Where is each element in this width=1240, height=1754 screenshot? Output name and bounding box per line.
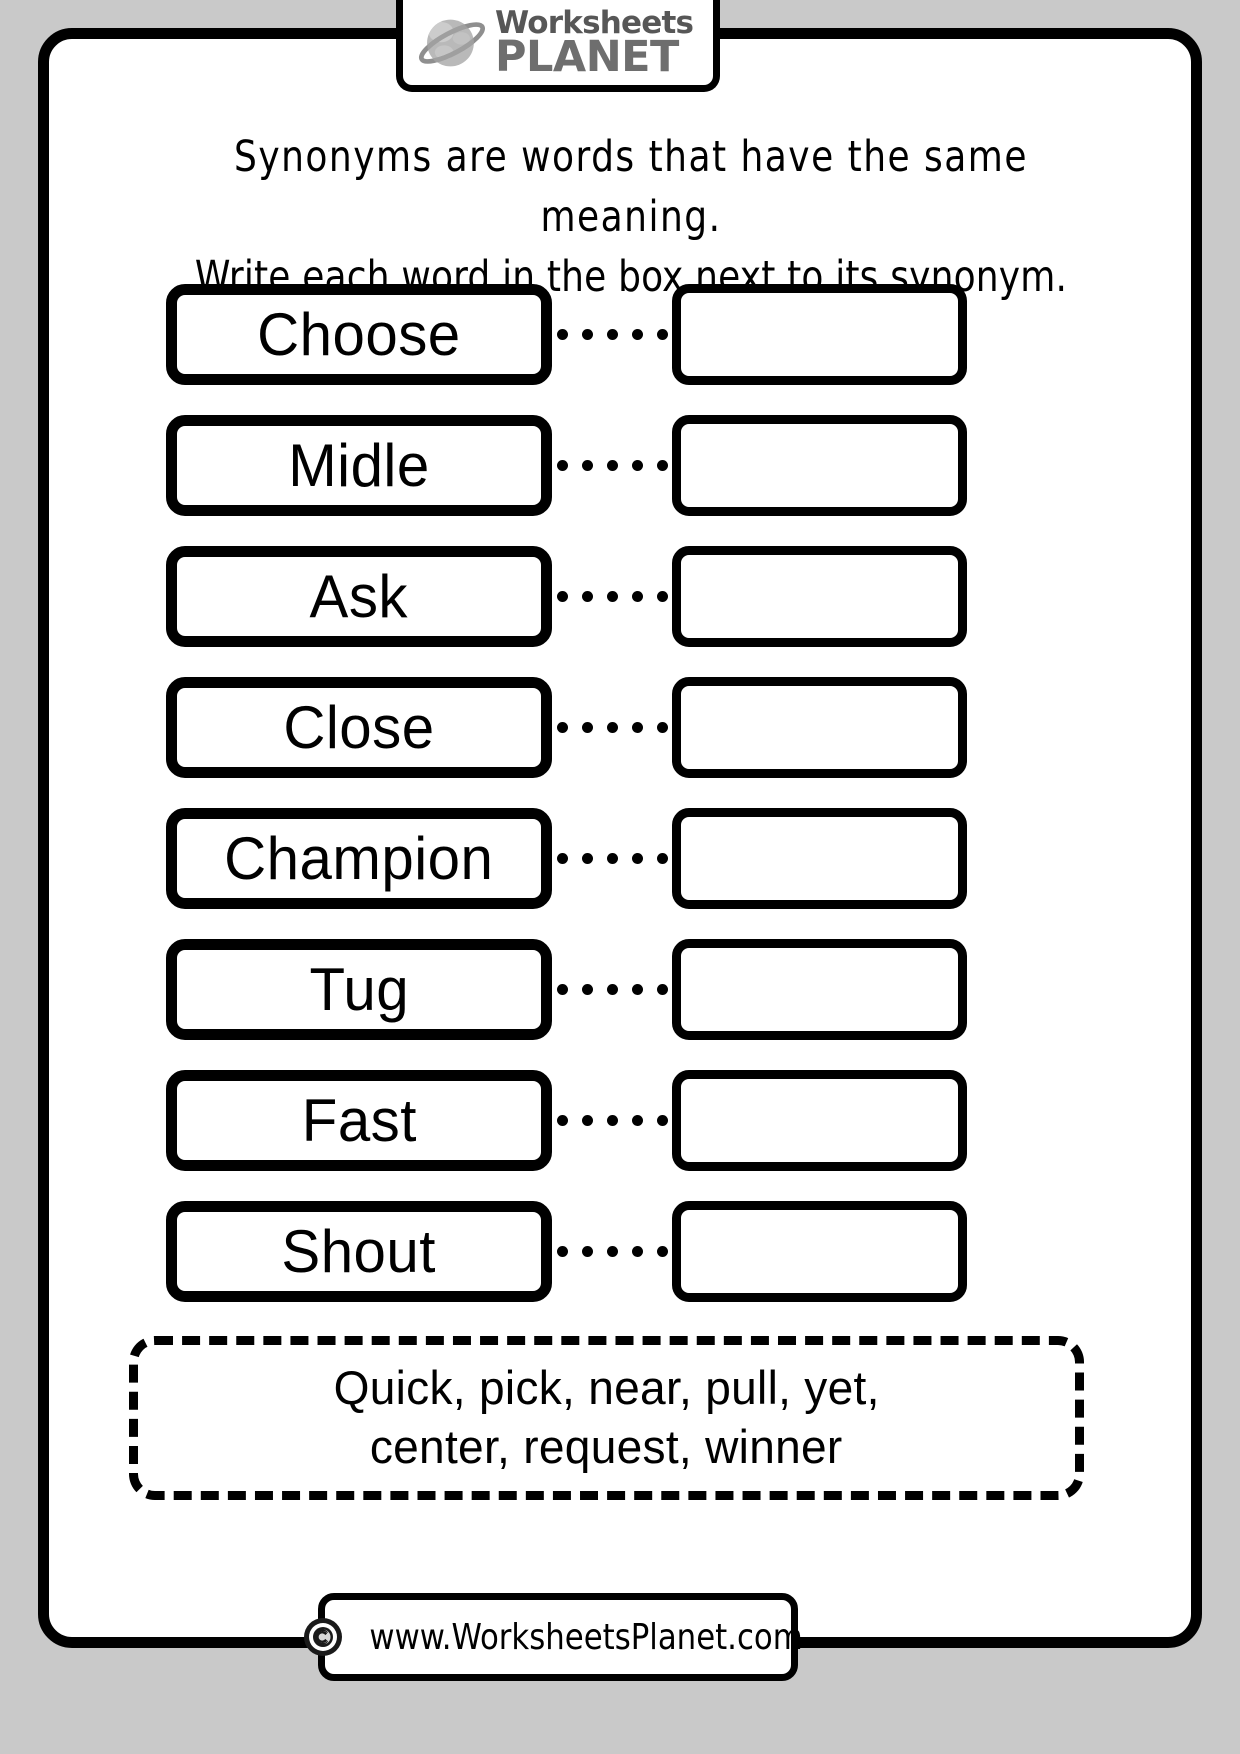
dot-icon — [556, 722, 568, 733]
dot-icon — [656, 722, 668, 733]
dot-connector — [552, 939, 672, 1040]
dot-icon — [581, 984, 593, 995]
dot-connector — [552, 546, 672, 647]
dot-icon — [656, 1115, 668, 1126]
word-box-close: Close — [166, 677, 552, 778]
answer-box-champion[interactable] — [672, 808, 967, 909]
matching-rows: Choose Midle — [49, 269, 1191, 1317]
dot-icon — [606, 853, 618, 864]
word-box-tug: Tug — [166, 939, 552, 1040]
dot-icon — [556, 984, 568, 995]
dot-icon — [656, 984, 668, 995]
dot-icon — [606, 1246, 618, 1257]
word-label: Champion — [224, 824, 494, 892]
dot-icon — [556, 1115, 568, 1126]
brand-line-1: Worksheets — [495, 5, 694, 42]
word-box-champion: Champion — [166, 808, 552, 909]
matching-row: Shout — [49, 1186, 1191, 1317]
word-box-midle: Midle — [166, 415, 552, 516]
matching-row: Midle — [49, 400, 1191, 531]
dot-icon — [631, 1115, 643, 1126]
word-label: Ask — [309, 562, 409, 630]
dot-icon — [656, 1246, 668, 1257]
dot-connector — [552, 284, 672, 385]
matching-row: Close — [49, 662, 1191, 793]
dot-icon — [581, 722, 593, 733]
matching-row: Champion — [49, 793, 1191, 924]
dot-icon — [656, 329, 668, 340]
dot-icon — [581, 591, 593, 602]
brand-wordmark: Worksheets PLANET — [495, 5, 694, 82]
dot-icon — [656, 853, 668, 864]
dot-icon — [631, 460, 643, 471]
dot-connector — [552, 1070, 672, 1171]
matching-row: Ask — [49, 531, 1191, 662]
answer-box-tug[interactable] — [672, 939, 967, 1040]
dot-icon — [581, 853, 593, 864]
dot-icon — [581, 1115, 593, 1126]
dot-icon — [631, 1246, 643, 1257]
dot-icon — [556, 329, 568, 340]
dot-icon — [606, 591, 618, 602]
dot-icon — [606, 984, 618, 995]
word-box-shout: Shout — [166, 1201, 552, 1302]
word-label: Fast — [301, 1086, 417, 1154]
footer-url-text: www.WorksheetsPlanet.com — [369, 1616, 803, 1658]
dot-icon — [656, 460, 668, 471]
copyright-icon — [302, 1616, 344, 1658]
word-label: Shout — [281, 1217, 437, 1285]
answer-box-choose[interactable] — [672, 284, 967, 385]
answer-box-ask[interactable] — [672, 546, 967, 647]
word-label: Choose — [257, 300, 461, 368]
word-label: Close — [283, 693, 435, 761]
answer-box-shout[interactable] — [672, 1201, 967, 1302]
worksheet-page: Synonyms are words that have the same me… — [38, 28, 1202, 1648]
word-label: Midle — [288, 431, 430, 499]
matching-row: Fast — [49, 1055, 1191, 1186]
brand-logo-badge: Worksheets PLANET — [396, 0, 720, 92]
dot-icon — [631, 984, 643, 995]
dot-icon — [581, 329, 593, 340]
word-bank-line-2: center, request, winner — [370, 1420, 843, 1473]
matching-row: Tug — [49, 924, 1191, 1055]
dot-icon — [556, 460, 568, 471]
dot-icon — [606, 722, 618, 733]
dot-icon — [556, 1246, 568, 1257]
dot-icon — [556, 591, 568, 602]
footer-badge: www.WorksheetsPlanet.com — [303, 1593, 803, 1681]
word-label: Tug — [309, 955, 409, 1023]
dot-icon — [606, 329, 618, 340]
dot-connector — [552, 415, 672, 516]
dot-icon — [606, 1115, 618, 1126]
word-bank-line-1: Quick, pick, near, pull, yet, — [333, 1361, 880, 1415]
dot-icon — [631, 329, 643, 340]
word-box-choose: Choose — [166, 284, 552, 385]
dot-connector — [552, 808, 672, 909]
saturn-planet-icon — [413, 4, 491, 82]
dot-icon — [631, 853, 643, 864]
word-bank: Quick, pick, near, pull, yet, center, re… — [129, 1336, 1084, 1500]
dot-icon — [556, 853, 568, 864]
dot-icon — [581, 460, 593, 471]
matching-row: Choose — [49, 269, 1191, 400]
dot-connector — [552, 677, 672, 778]
word-box-fast: Fast — [166, 1070, 552, 1171]
dot-icon — [631, 591, 643, 602]
dot-connector — [552, 1201, 672, 1302]
brand-line-2: PLANET — [495, 31, 679, 82]
answer-box-midle[interactable] — [672, 415, 967, 516]
answer-box-fast[interactable] — [672, 1070, 967, 1171]
instruction-line-1: Synonyms are words that have the same me… — [234, 132, 1028, 243]
answer-box-close[interactable] — [672, 677, 967, 778]
dot-icon — [581, 1246, 593, 1257]
dot-icon — [656, 591, 668, 602]
word-box-ask: Ask — [166, 546, 552, 647]
dot-icon — [606, 460, 618, 471]
dot-icon — [631, 722, 643, 733]
